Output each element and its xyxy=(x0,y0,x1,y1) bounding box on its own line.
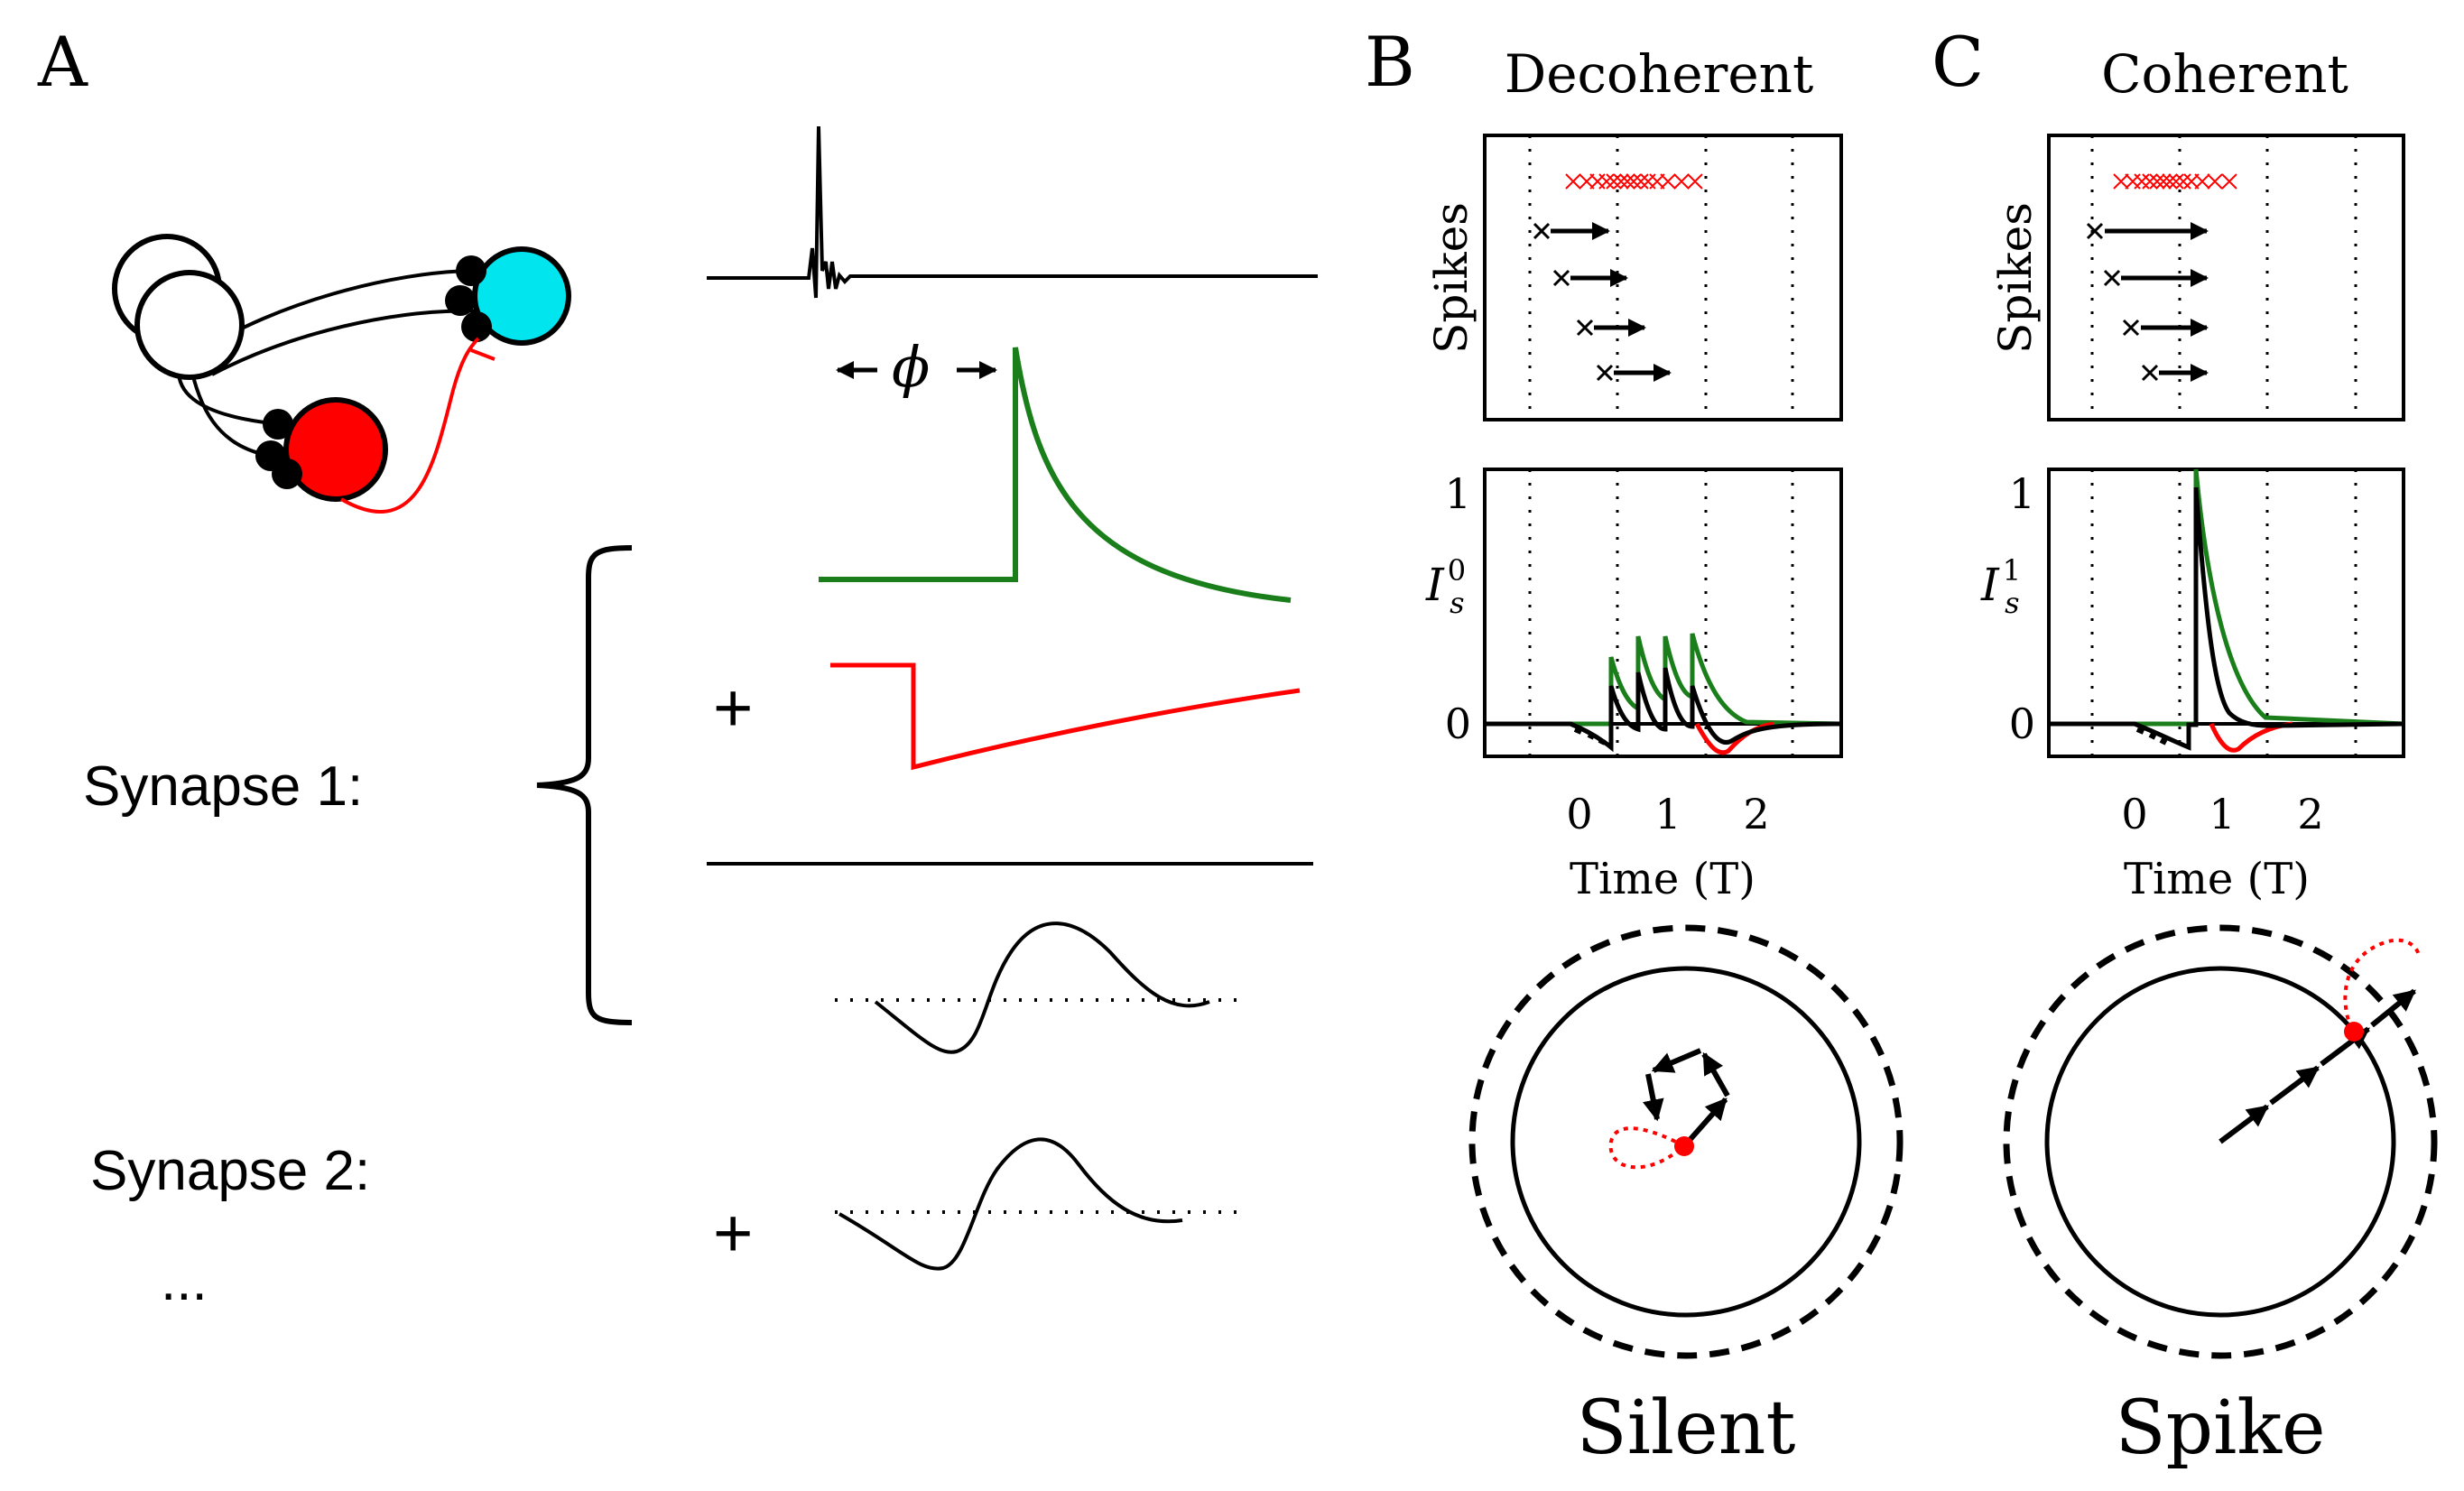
pre-stimulus-dots xyxy=(1573,727,1607,746)
plus-sign: + xyxy=(713,1195,753,1272)
excitatory-current-curve xyxy=(1485,633,1842,727)
x-tick-label: 0 xyxy=(2121,790,2147,838)
curly-brace xyxy=(536,545,633,1025)
panel-c-state-label: Spike xyxy=(2115,1385,2325,1471)
phase-state-diagram xyxy=(1468,924,1904,1359)
x-tick-label: 0 xyxy=(1566,790,1592,838)
panel-c-title: Coherent xyxy=(2101,43,2348,105)
inhibitory-spike-markers xyxy=(2113,173,2237,190)
inhibitory-trajectory xyxy=(2343,938,2421,1030)
inhibitory-axon xyxy=(340,337,480,514)
spike-raster-plot xyxy=(1483,134,1843,421)
panel-b-letter: B xyxy=(1365,22,1415,102)
net-current-trace xyxy=(874,921,1210,1054)
phase-delay-indicator: ϕ xyxy=(836,334,997,400)
spikes-axis-label: Spikes xyxy=(1989,202,2042,354)
time-axis-label: Time (T) xyxy=(2124,854,2310,904)
unit-circle xyxy=(1510,966,1862,1318)
net-current-curve xyxy=(1485,667,1842,753)
y-tick-bottom: 0 xyxy=(1445,699,1471,748)
pre-stimulus-dots xyxy=(2135,727,2168,746)
neuron-network-diagram xyxy=(112,234,571,514)
synaptic-bouton xyxy=(445,285,476,316)
y-tick-top: 1 xyxy=(1445,469,1471,518)
net-current-curve xyxy=(2049,486,2404,751)
y-tick-top: 1 xyxy=(2009,469,2035,518)
inhibitory-terminal xyxy=(470,348,496,361)
excitatory-current-trace xyxy=(819,347,1292,603)
x-tick-label: 2 xyxy=(1743,790,1769,838)
panel-c-letter: C xyxy=(1931,22,1984,102)
x-tick-label: 2 xyxy=(2297,790,2323,838)
phase-shift-arrows xyxy=(2105,222,2209,382)
time-axis-label: Time (T) xyxy=(1570,854,1755,904)
synaptic-bouton xyxy=(272,458,302,489)
synapse-1-label: Synapse 1: xyxy=(83,755,363,818)
panel-a: A ϕ xyxy=(37,22,1318,1312)
plus-sign: + xyxy=(713,670,753,746)
spikes-axis-label: Spikes xyxy=(1425,202,1477,354)
panel-c: C Coherent xyxy=(1931,22,2438,1471)
inhibitory-current-trace xyxy=(830,662,1301,771)
threshold-circle-dashed xyxy=(1468,924,1904,1359)
ellipsis: ... xyxy=(161,1250,208,1312)
net-current-trace xyxy=(838,1137,1183,1271)
panel-a-letter: A xyxy=(37,22,88,102)
y-tick-bottom: 0 xyxy=(2009,699,2035,748)
synaptic-bouton xyxy=(456,255,486,286)
inhibitory-trajectory xyxy=(1608,1126,1685,1170)
spike-raster-plot xyxy=(2047,134,2405,421)
synaptic-bouton xyxy=(263,409,293,440)
synaptic-bouton xyxy=(461,311,492,342)
phi-label: ϕ xyxy=(892,334,930,400)
state-point xyxy=(1674,1136,1694,1156)
state-point xyxy=(2344,1022,2364,1042)
vector-arrows xyxy=(1642,1048,1730,1148)
spike-trace xyxy=(707,125,1318,299)
phase-shift-arrows xyxy=(1551,222,1672,382)
excitatory-current-curve xyxy=(2049,468,2404,727)
excitatory-spike-markers xyxy=(2086,222,2159,382)
inhibitory-neuron-red xyxy=(283,397,388,502)
inhibitory-spike-markers xyxy=(1565,173,1703,190)
x-tick-label: 1 xyxy=(1654,790,1681,838)
unit-circle xyxy=(2044,966,2396,1318)
vector-arrows xyxy=(2219,988,2416,1144)
panel-b-title: Decoherent xyxy=(1505,43,1814,105)
synaptic-current-plot xyxy=(2047,468,2405,758)
x-tick-label: 1 xyxy=(2209,790,2235,838)
panel-b: B Decoherent xyxy=(1365,22,1904,1471)
threshold-circle-dashed xyxy=(2003,924,2438,1359)
excitatory-spike-markers xyxy=(1533,222,1614,382)
panel-b-state-label: Silent xyxy=(1577,1385,1796,1471)
phase-state-diagram xyxy=(2003,924,2438,1359)
synaptic-current-plot xyxy=(1483,468,1843,758)
presynaptic-neuron-front xyxy=(134,270,245,380)
synapse-2-label: Synapse 2: xyxy=(90,1140,370,1202)
